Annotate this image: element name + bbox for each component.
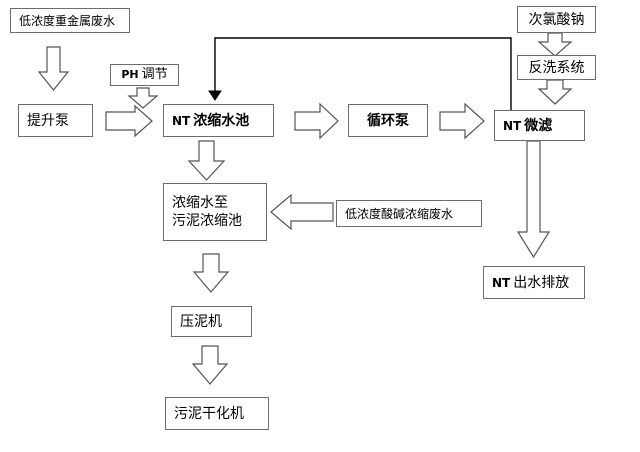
nt-prefix-tank: NT xyxy=(172,113,191,128)
hypochlorite-box: 次氯酸钠 xyxy=(517,6,596,33)
backwash-box: 反洗系统 xyxy=(517,55,596,80)
ph-adjust-label: 调节 xyxy=(141,67,168,82)
ph-prefix: PH xyxy=(121,68,139,81)
nt-prefix-outflow: NT xyxy=(492,275,511,290)
sludge-dryer-label: 污泥干化机 xyxy=(174,405,244,422)
hypochlorite-label: 次氯酸钠 xyxy=(528,11,585,28)
circ-pump-label: 循环泵 xyxy=(367,112,409,129)
nt-microfilter-box: NT 微滤 xyxy=(494,110,585,141)
arrow-down-to-outflow xyxy=(516,140,551,259)
lift-pump-box: 提升泵 xyxy=(18,104,93,137)
backwash-label: 反洗系统 xyxy=(528,59,585,76)
sludge-dryer-box: 污泥干化机 xyxy=(165,397,269,430)
nt-outflow-label: 出水排放 xyxy=(513,274,570,291)
arrow-right-to-circ-pump xyxy=(294,102,339,140)
lift-pump-label: 提升泵 xyxy=(27,112,69,129)
low-conc-acid-base-label: 低浓度酸碱浓缩废水 xyxy=(345,206,454,221)
conc-to-sludge-line1: 浓缩水至 xyxy=(172,195,228,211)
arrow-down-to-sludge-conc xyxy=(187,140,226,181)
nt-conc-tank-label: 浓缩水池 xyxy=(193,112,250,129)
nt-microfilter-label: 微滤 xyxy=(524,117,553,134)
nt-prefix-micro: NT xyxy=(503,118,522,133)
arrow-down-from-ph xyxy=(127,87,159,109)
conc-to-sludge-tank-box: 浓缩水至 污泥浓缩池 xyxy=(163,183,267,241)
filter-press-box: 压泥机 xyxy=(171,306,252,337)
arrow-down-to-microfilter xyxy=(537,79,573,105)
return-line xyxy=(214,37,512,110)
nt-conc-tank-box: NT 浓缩水池 xyxy=(163,104,274,137)
arrow-right-to-microfilter xyxy=(439,102,485,140)
low-conc-heavy-metal-wastewater-label: 低浓度重金属废水 xyxy=(19,13,116,28)
arrow-down-to-dryer xyxy=(191,345,229,385)
arrow-down-to-backwash xyxy=(537,32,573,57)
filter-press-label: 压泥机 xyxy=(180,313,222,330)
return-line-arrowhead xyxy=(208,90,222,101)
conc-to-sludge-line2: 污泥浓缩池 xyxy=(172,213,242,229)
arrow-left-from-acid-base xyxy=(270,193,334,231)
low-conc-heavy-metal-wastewater-box: 低浓度重金属废水 xyxy=(10,8,130,33)
arrow-down-to-filter-press xyxy=(192,253,230,293)
nt-outflow-box: NT 出水排放 xyxy=(483,266,585,299)
low-conc-acid-base-box: 低浓度酸碱浓缩废水 xyxy=(336,200,482,227)
arrow-down-to-lift-pump xyxy=(37,46,70,91)
circ-pump-box: 循环泵 xyxy=(348,104,428,137)
arrow-right-to-conc-tank xyxy=(105,104,153,138)
ph-adjust-box: PH 调节 xyxy=(110,64,179,86)
